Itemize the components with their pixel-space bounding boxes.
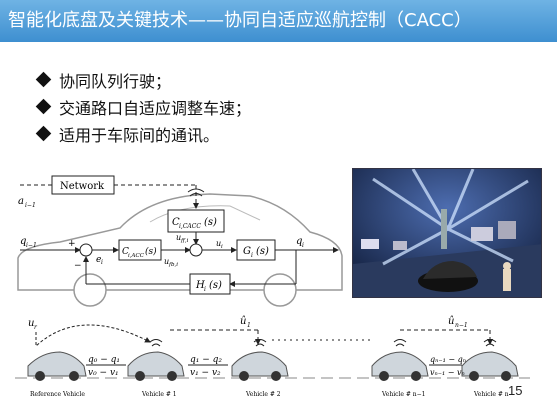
a-input-label: a — [18, 196, 24, 207]
bullet-item: 协同队列行驶； — [35, 66, 251, 93]
bullet-item: 适用于车际间的通讯。 — [35, 120, 251, 147]
gap-velocity-label: v₀ − v₁ — [88, 368, 119, 378]
svg-text:i,ACC: i,ACC — [128, 253, 145, 259]
summing-junction — [79, 243, 93, 257]
svg-text:C: C — [122, 247, 129, 257]
svg-text:ff,i: ff,i — [180, 238, 189, 244]
vehicle-2-icon — [231, 339, 289, 381]
svg-text:1: 1 — [247, 322, 251, 329]
svg-text:−: − — [74, 261, 82, 271]
summing-junction — [189, 243, 203, 257]
wireless-signal-icon — [393, 339, 407, 347]
svg-text:i: i — [302, 242, 304, 249]
wireless-signal-icon — [253, 339, 267, 347]
diamond-bullet-icon — [35, 98, 52, 115]
bullet-text: 协同队列行驶； — [59, 71, 172, 91]
slide-title: 智能化底盘及关键技术——协同自适应巡航控制（CACC） — [0, 0, 557, 42]
cacc-block-diagram: Network a i−1 C i,CACC (s) q i−1 + − e i… — [17, 175, 343, 307]
svg-text:u: u — [176, 233, 181, 242]
svg-text:i−1: i−1 — [26, 242, 37, 249]
svg-text:r: r — [34, 324, 38, 331]
svg-text:C: C — [172, 217, 180, 228]
svg-text:G: G — [243, 246, 251, 257]
svg-text:n−1: n−1 — [455, 322, 468, 329]
wireless-signal-icon — [187, 188, 205, 197]
svg-text:+: + — [68, 239, 76, 249]
car-wheel-icon — [263, 273, 297, 307]
bullet-list: 协同队列行驶； 交通路口自适应调整车速； 适用于车际间的通讯。 — [35, 66, 252, 147]
svg-text:fb,i: fb,i — [168, 262, 178, 268]
svg-text:e: e — [96, 255, 101, 265]
vehicle-label: Reference Vehicle — [30, 391, 85, 398]
svg-text:û: û — [448, 316, 454, 327]
vehicle-1-icon — [127, 339, 185, 381]
svg-text:i: i — [101, 259, 103, 266]
gap-position-label: q₁ − q₂ — [190, 355, 222, 365]
gap-position-label: q₀ − q₁ — [88, 355, 120, 365]
network-label: Network — [60, 181, 105, 192]
vehicle-label: Vehicle # 2 — [245, 391, 281, 398]
diamond-bullet-icon — [35, 125, 52, 142]
svg-text:u: u — [164, 257, 169, 266]
vehicle-n-minus-1-icon — [371, 339, 429, 381]
bullet-text: 交通路口自适应调整车速； — [59, 98, 252, 118]
diamond-bullet-icon — [35, 71, 52, 88]
svg-text:i: i — [204, 286, 206, 293]
q-out-label: q — [296, 236, 302, 247]
bullet-text: 适用于车际间的通讯。 — [59, 125, 220, 145]
wireless-signal-icon — [149, 339, 163, 347]
reference-vehicle-icon — [27, 351, 87, 381]
car-window-icon — [149, 205, 261, 223]
connected-vehicles-photo — [352, 168, 542, 298]
svg-text:(s): (s) — [209, 280, 222, 291]
svg-text:i−1: i−1 — [25, 202, 36, 209]
vehicle-platoon-diagram: u r û 1 û n−1 q₀ − q₁ v₀ − v₁ q₁ − q₂ v₁ — [15, 316, 530, 398]
svg-text:(s): (s) — [145, 246, 157, 257]
svg-text:H: H — [195, 280, 205, 291]
car-outline-icon — [17, 193, 343, 291]
gap-position-label: qₙ₋₁ − qₙ — [430, 355, 466, 364]
car-wheel-icon — [73, 273, 107, 307]
vehicle-n-icon — [461, 339, 519, 381]
svg-text:i,CACC: i,CACC — [179, 223, 201, 230]
svg-text:i: i — [251, 252, 253, 259]
gap-velocity-label: vₙ₋₁ − vₙ — [430, 368, 465, 377]
svg-text:u: u — [216, 239, 221, 248]
svg-text:(s): (s) — [256, 246, 269, 257]
page-number: 15 — [508, 383, 523, 398]
svg-text:u: u — [28, 318, 34, 329]
vehicle-label: Vehicle # n−1 — [381, 391, 426, 398]
vehicle-label: Vehicle # 1 — [141, 391, 177, 398]
svg-text:û: û — [240, 316, 246, 327]
wireless-signal-icon — [483, 339, 497, 347]
svg-text:i: i — [221, 244, 223, 250]
q-in-label: q — [20, 236, 26, 247]
vehicle-label: Vehicle # n — [473, 391, 509, 398]
bullet-item: 交通路口自适应调整车速； — [35, 93, 252, 120]
gap-velocity-label: v₁ − v₂ — [190, 368, 221, 378]
svg-text:(s): (s) — [204, 217, 217, 228]
